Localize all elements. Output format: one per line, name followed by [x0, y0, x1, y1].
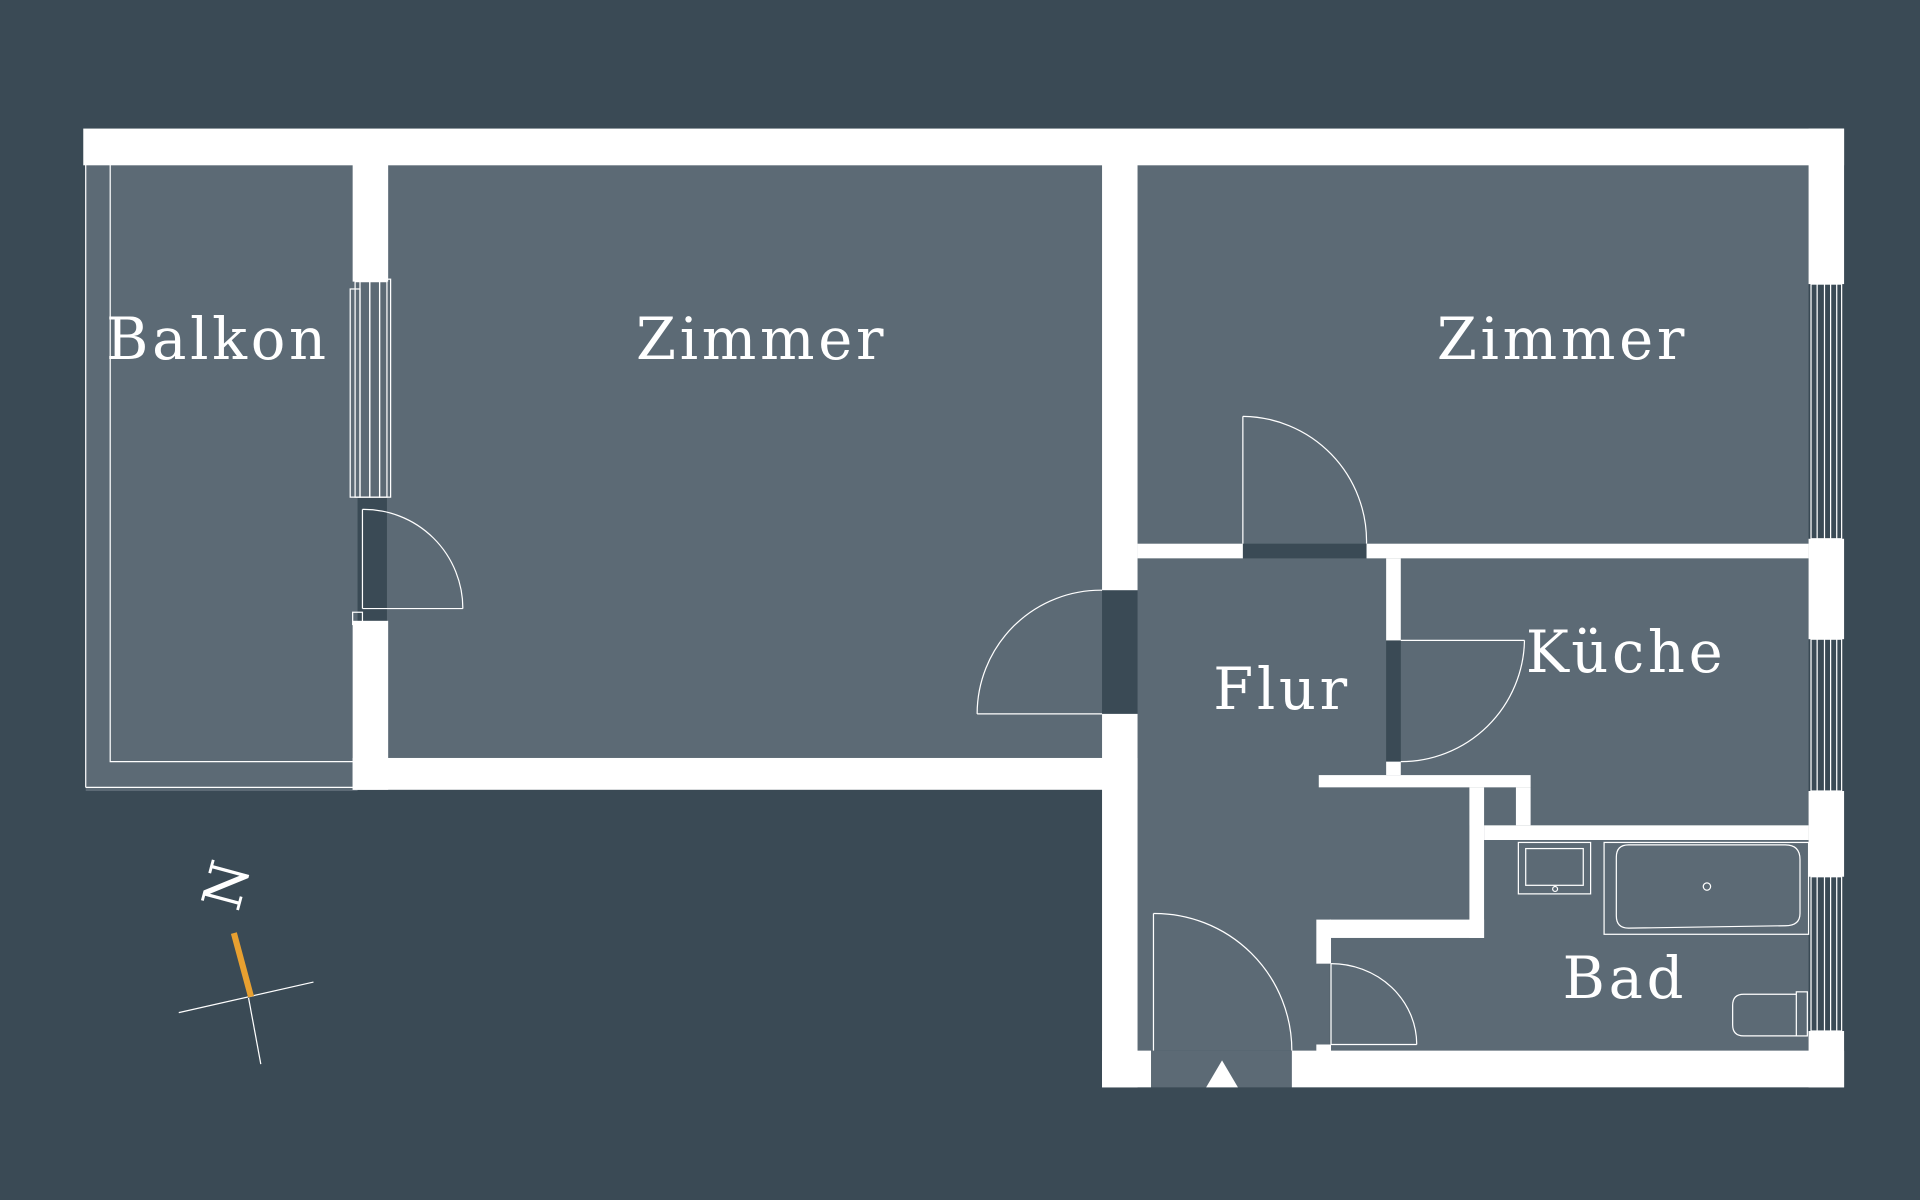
- window-right-zimmer: [1810, 283, 1843, 540]
- compass-north-needle: [230, 932, 254, 998]
- wall-bad-top: [1329, 919, 1485, 938]
- wall-right-3: [1808, 791, 1845, 877]
- door-bad: [1330, 963, 1418, 1046]
- wall-center-lower: [1102, 713, 1138, 1088]
- room-label-zimmer-2: Zimmer: [1437, 306, 1688, 373]
- wall-zimmer1-bottom: [352, 757, 1138, 790]
- washbasin-icon: [1517, 841, 1592, 895]
- wall-shaft-right: [1515, 787, 1531, 826]
- room-label-kueche: Küche: [1526, 619, 1727, 686]
- door-zimmer-2: [1242, 415, 1368, 544]
- wall-top: [83, 128, 1845, 166]
- door-kueche: [1400, 639, 1526, 763]
- wall-kueche-left-upper: [1386, 558, 1401, 641]
- wall-flur-shelf: [1318, 775, 1531, 788]
- room-label-balkon: Balkon: [106, 306, 330, 373]
- entrance-triangle-icon: [1206, 1060, 1238, 1088]
- room-label-zimmer-1: Zimmer: [636, 306, 887, 373]
- window-right-kueche: [1810, 638, 1843, 792]
- wall-center-upper: [1102, 164, 1138, 591]
- windows: [349, 278, 1843, 1032]
- walls: [83, 128, 1845, 1088]
- wall-bottom-left: [1102, 1050, 1152, 1088]
- doors: [361, 415, 1526, 1051]
- wall-zimmer2-bottom-right: [1366, 543, 1809, 559]
- wall-kueche-bottom: [1484, 825, 1809, 840]
- bathroom-fixtures: [1517, 841, 1810, 1037]
- room-label-bad: Bad: [1563, 945, 1687, 1012]
- wall-balkon-upper: [352, 164, 389, 282]
- door-zimmer-1: [976, 589, 1103, 715]
- zimmer-1-floor: [386, 164, 1103, 760]
- wall-right-2: [1808, 538, 1845, 640]
- wall-shaft-left: [1469, 787, 1485, 938]
- zimmer-2-floor: [1137, 164, 1809, 544]
- bathtub-icon: [1603, 841, 1810, 935]
- window-right-bad: [1810, 876, 1843, 1032]
- window-balkon-sliding: [349, 278, 392, 626]
- wall-zimmer2-bottom-left: [1137, 543, 1243, 559]
- wall-kueche-left-lower: [1386, 761, 1401, 776]
- floor-areas: [85, 164, 1809, 1088]
- toilet-icon: [1732, 991, 1808, 1037]
- room-label-flur: Flur: [1213, 656, 1351, 723]
- bad-floor: [1329, 840, 1809, 1051]
- wall-bad-stub: [1316, 1044, 1332, 1052]
- balkon-floor: [85, 164, 358, 792]
- flur-floor: [1137, 558, 1470, 1051]
- wall-bottom-right: [1291, 1050, 1845, 1088]
- door-balkon: [361, 508, 464, 610]
- wall-bad-left: [1316, 919, 1332, 964]
- wall-right-1: [1808, 128, 1845, 285]
- balkon-railing: [85, 164, 353, 788]
- door-entrance: [1152, 912, 1293, 1051]
